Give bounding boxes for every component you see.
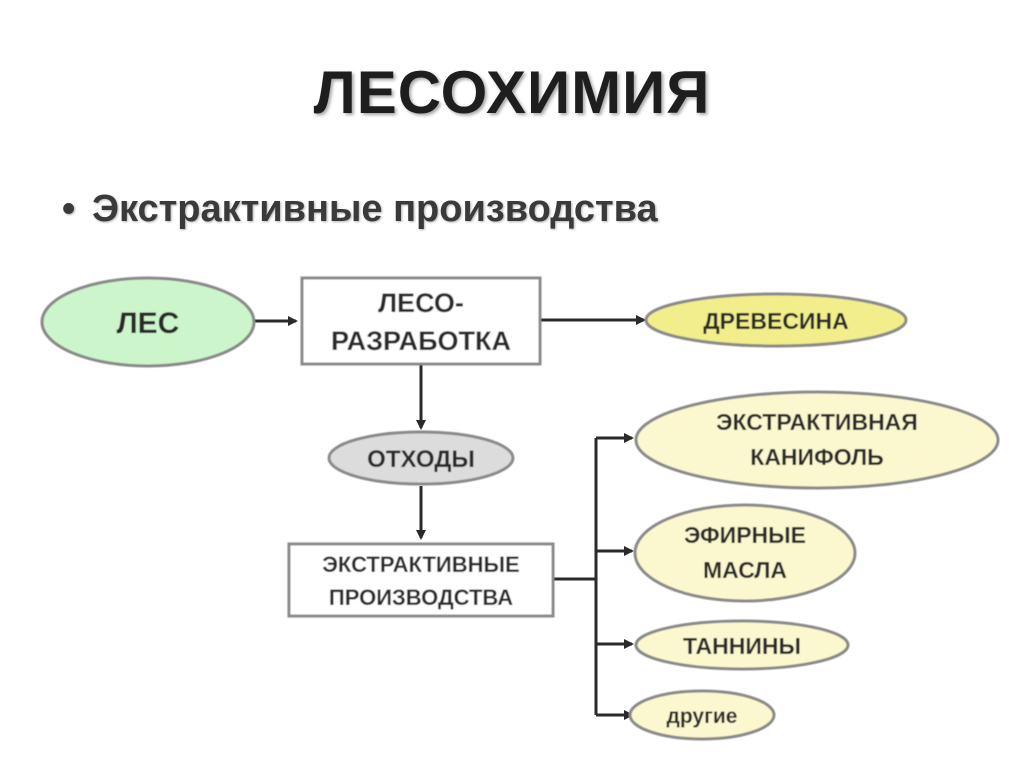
bullet-marker: • (62, 188, 76, 230)
node-extractive-label-line2: ПРОИЗВОДСТВА (329, 585, 513, 610)
bullet-text: Экстрактивные производства (92, 188, 658, 230)
connectors (254, 315, 646, 720)
node-wood-shape (644, 292, 908, 348)
node-rosin-label-line2: КАНИФОЛЬ (750, 444, 883, 470)
node-oils-label-line1: ЭФИРНЫЕ (684, 522, 806, 548)
node-extractive-label-line1: ЭКСТРАКТИВНЫЕ (322, 552, 519, 577)
node-logging-label-line2: РАЗРАБОТКА (331, 326, 511, 356)
node-other: другие (628, 689, 776, 741)
node-rosin: ЭКСТРАКТИВНАЯ КАНИФОЛЬ (634, 390, 1000, 490)
node-rosin-label-line1: ЭКСТРАКТИВНАЯ (716, 409, 918, 435)
node-wood: ДРЕВЕСИНА (644, 292, 908, 348)
slide-title: ЛЕСОХИМИЯ (313, 59, 711, 126)
node-oils-shape (633, 503, 857, 603)
node-logging: ЛЕСО- РАЗРАБОТКА (300, 276, 542, 366)
node-forest: ЛЕС (40, 276, 256, 368)
node-extractive: ЭКСТРАКТИВНЫЕ ПРОИЗВОДСТВА (287, 542, 555, 618)
node-waste: ОТХОДЫ (327, 430, 515, 486)
node-oils-label-line2: МАСЛА (703, 557, 787, 583)
node-wood-label: ДРЕВЕСИНА (703, 308, 848, 334)
node-forest-shape (40, 276, 256, 368)
node-waste-label: ОТХОДЫ (367, 446, 475, 473)
bullet-item: • Экстрактивные производства (62, 188, 658, 231)
node-other-label: другие (667, 705, 738, 728)
node-logging-shape (300, 276, 542, 366)
node-tannins: ТАННИНЫ (634, 619, 850, 671)
node-tannins-label: ТАННИНЫ (683, 633, 801, 659)
node-extractive-shape (287, 542, 555, 618)
node-tannins-shape (634, 619, 850, 671)
node-rosin-shape (634, 390, 1000, 490)
node-waste-shape (327, 430, 515, 486)
node-forest-label: ЛЕС (117, 307, 180, 340)
node-oils: ЭФИРНЫЕ МАСЛА (633, 503, 857, 603)
node-logging-label-line1: ЛЕСО- (378, 288, 464, 318)
node-other-shape (628, 689, 776, 741)
